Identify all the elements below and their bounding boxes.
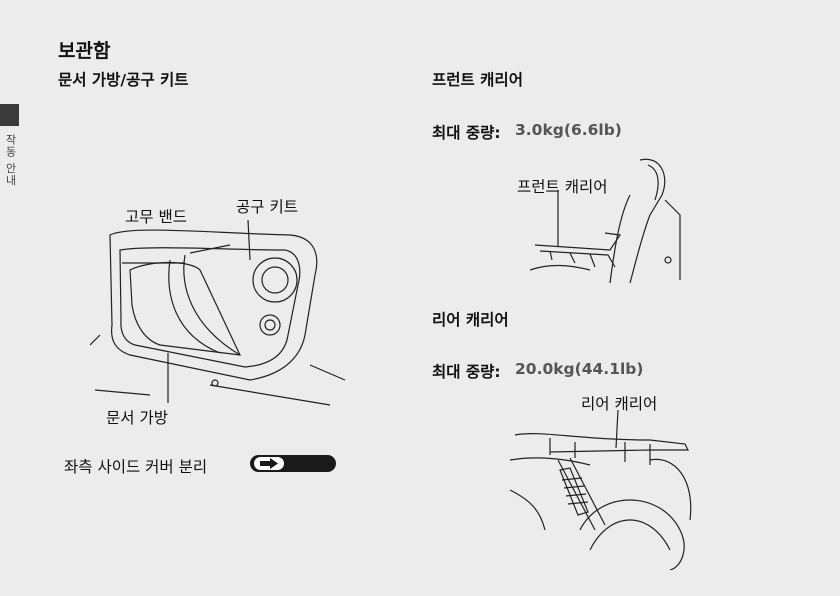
rear-carrier-illustration	[500, 410, 700, 570]
storage-compartment-illustration	[90, 215, 350, 415]
front-max-weight-value: 3.0kg(6.6lb)	[515, 121, 622, 139]
ref-link-button[interactable]	[250, 455, 336, 472]
rear-max-weight-value: 20.0kg(44.1lb)	[515, 360, 643, 378]
doc-bag-label: 문서 가방	[106, 406, 168, 428]
rubber-band-label: 고무 밴드	[125, 205, 187, 227]
page-title: 보관함	[58, 36, 110, 63]
chapter-tab[interactable]	[0, 104, 19, 126]
tool-kit-label: 공구 키트	[236, 195, 298, 217]
front-max-weight-label: 최대 중량:	[432, 121, 501, 143]
front-carrier-heading: 프런트 캐리어	[432, 68, 523, 90]
doc-bag-tool-kit-heading: 문서 가방/공구 키트	[58, 68, 189, 90]
rear-carrier-heading: 리어 캐리어	[432, 308, 509, 330]
rear-max-weight-label: 최대 중량:	[432, 360, 501, 382]
front-carrier-illustration	[530, 155, 685, 285]
remove-left-side-cover-ref: 좌측 사이드 커버 분리	[64, 455, 207, 477]
chapter-tab-label: 작동 안내	[2, 134, 18, 187]
arrow-right-icon	[254, 457, 284, 470]
